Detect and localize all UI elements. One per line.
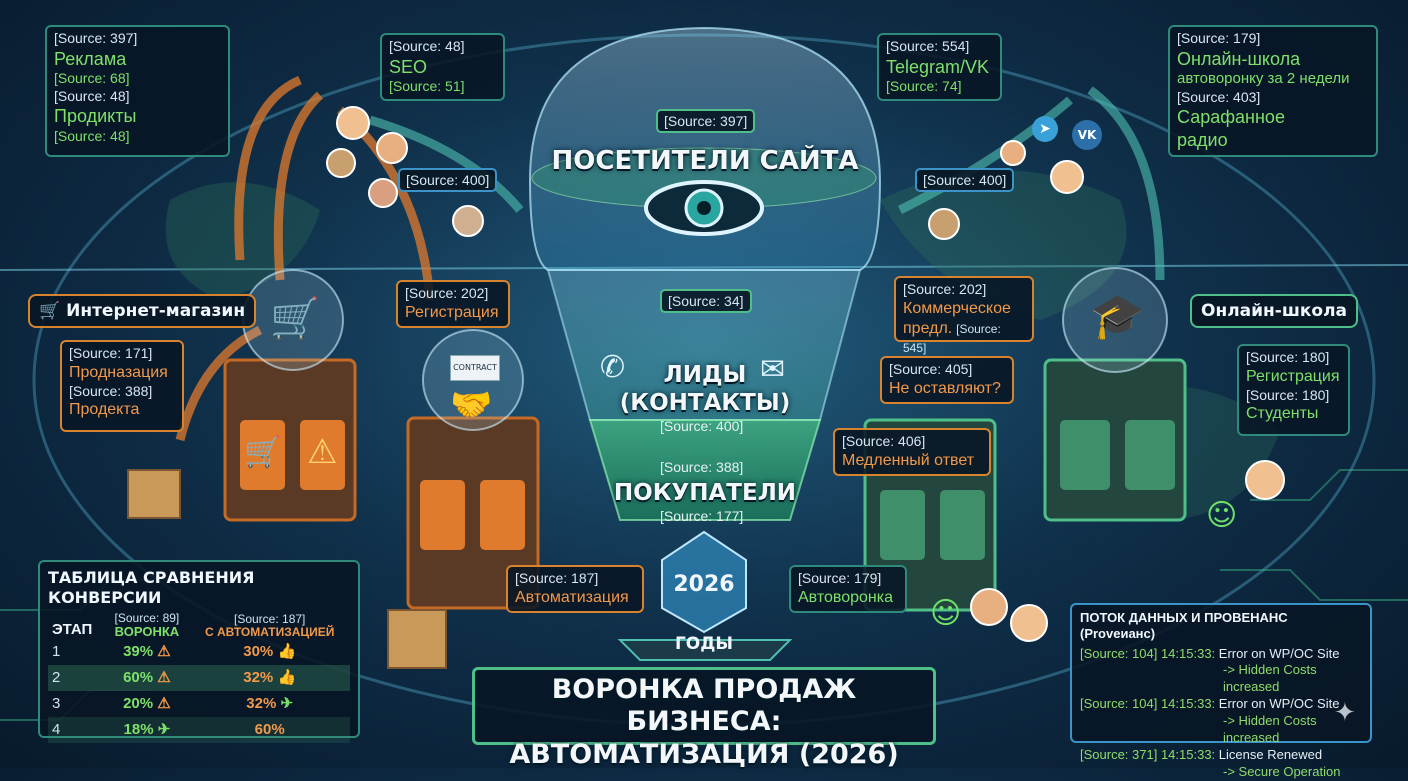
telegram-icon: ➤ bbox=[1032, 116, 1058, 142]
not-leaving-box: [Source: 405] Не оставляют? bbox=[880, 356, 1014, 404]
mail-icon: ✉ bbox=[760, 352, 786, 387]
log-entry: [Source: 371] 14:15:33: License Renewed … bbox=[1080, 746, 1341, 779]
eye-icon bbox=[644, 180, 764, 236]
warning-icon: ⚠ bbox=[157, 643, 171, 661]
rocket-icon: ✈ bbox=[157, 721, 171, 739]
avatar bbox=[376, 132, 408, 164]
data-flow-title: ПОТОК ДАННЫХ И ПРОВЕНАНС (Proveианс) bbox=[1080, 610, 1288, 642]
funnel-mid-source-top: [Source: 34] bbox=[660, 289, 752, 313]
smiley-icon: ☺ bbox=[930, 596, 962, 631]
avatar bbox=[1050, 160, 1084, 194]
col-auto-header: [Source: 187] С АВТОМАТИЗАЦИЕЙ bbox=[204, 611, 335, 639]
avatar bbox=[326, 148, 356, 178]
phone-icon: ✆ bbox=[600, 350, 626, 385]
handshake-icon: 🤝 bbox=[450, 385, 493, 425]
thumbs-up-icon: 👍 bbox=[277, 643, 297, 661]
vk-icon: VK bbox=[1072, 120, 1102, 150]
main-title-line1: ВОРОНКА ПРОДАЖ БИЗНЕСА: bbox=[551, 674, 857, 738]
avatar bbox=[452, 205, 484, 237]
main-title-line2: АВТОМАТИЗАЦИЯ (2026) bbox=[509, 738, 899, 770]
rocket-icon: ✈ bbox=[280, 695, 294, 713]
log-entry: [Source: 104] 14:15:33: Error on WP/OC S… bbox=[1080, 645, 1340, 695]
comparison-table: ЭТАП [Source: 89] ВОРОНКА [Source: 187] … bbox=[48, 611, 350, 744]
col-funnel-header: [Source: 89] ВОРОНКА bbox=[114, 611, 180, 640]
cart-icon: 🛒 bbox=[270, 296, 320, 342]
log-entry: [Source: 104] 14:15:33: Error on WP/OC S… bbox=[1080, 696, 1340, 745]
internet-shop-label: 🛒 Интернет-магазин bbox=[28, 294, 257, 328]
cart-small-icon: 🛒 bbox=[244, 435, 282, 470]
warning-icon: ⚠ bbox=[307, 432, 338, 472]
warning-icon: ⚠ bbox=[157, 695, 171, 713]
funnel-mid-source-bottom: [Source: 400] bbox=[660, 418, 744, 434]
main-title-panel: ВОРОНКА ПРОДАЖ БИЗНЕСА: АВТОМАТИЗАЦИЯ (2… bbox=[472, 667, 936, 770]
cart-icon: 🛒 bbox=[39, 301, 61, 321]
comparison-title: ТАБЛИЦА СРАВНЕНИЯ КОНВЕРСИИ bbox=[48, 568, 255, 607]
shop-stats-box: [Source: 171] Продназация [Source: 388] … bbox=[60, 340, 184, 432]
warning-icon: ⚠ bbox=[157, 669, 171, 687]
funnel-bottom-source-top: [Source: 388] bbox=[660, 459, 744, 475]
online-school-radio-box: [Source: 179] Онлайн-школа автоворонку з… bbox=[1168, 25, 1378, 157]
commercial-offer-box: [Source: 202] Коммерческое предл. [Sourc… bbox=[894, 276, 1034, 355]
table-row: 1 39% ⚠ 30% 👍 bbox=[52, 643, 297, 661]
table-row: 4 18% ✈ 60% bbox=[48, 717, 350, 744]
avatar bbox=[368, 178, 398, 208]
slow-response-box: [Source: 406] Медленный ответ bbox=[833, 428, 991, 476]
comparison-table-panel: ТАБЛИЦА СРАВНЕНИЯ КОНВЕРСИИ ЭТАП [Source… bbox=[38, 560, 360, 744]
funnel-top-source: [Source: 397] bbox=[656, 109, 756, 133]
graduation-cap-icon: 🎓 bbox=[1090, 291, 1145, 342]
autofunnel-box: [Source: 179] Автоворонка bbox=[789, 565, 907, 613]
online-school-label: Онлайн-школа bbox=[1190, 294, 1359, 328]
avatar bbox=[1000, 140, 1026, 166]
avatar bbox=[336, 106, 370, 140]
avatar bbox=[1245, 460, 1285, 500]
registration-left-box: [Source: 202] Регистрация bbox=[396, 280, 510, 328]
contract-document: CONTRACT bbox=[450, 355, 500, 381]
funnel-bottom-title: ПОКУПАТЕЛИ bbox=[613, 480, 797, 506]
ads-products-box: [Source: 397] Реклама [Source: 68] [Sour… bbox=[45, 25, 230, 157]
funnel-mid-title: ЛИДЫ (КОНТАКТЫ) bbox=[619, 362, 791, 416]
avatar bbox=[970, 588, 1008, 626]
funnel-top-title: ПОСЕТИТЕЛИ САЙТА bbox=[551, 146, 859, 176]
automation-box: [Source: 187] Автоматизация bbox=[506, 565, 644, 613]
thumbs-up-icon: 👍 bbox=[277, 669, 297, 687]
school-stats-box: [Source: 180] Регистрация [Source: 180] … bbox=[1237, 344, 1350, 436]
data-flow-panel: ПОТОК ДАННЫХ И ПРОВЕНАНС (Proveианс) [So… bbox=[1070, 603, 1372, 779]
col-stage-header: ЭТАП bbox=[52, 620, 93, 638]
table-row: 2 60% ⚠ 32% 👍 bbox=[48, 665, 350, 692]
right-source-400: [Source: 400] bbox=[915, 168, 1015, 192]
table-row: 3 20% ⚠ 32% ✈ bbox=[52, 695, 294, 713]
seo-box: [Source: 48] SEO [Source: 51] bbox=[380, 33, 505, 101]
avatar bbox=[928, 208, 960, 240]
year-badge: 2026 bbox=[673, 572, 735, 597]
funnel-bottom-source-bottom: [Source: 177] bbox=[660, 508, 744, 524]
sparkle-icon: ✦ bbox=[1334, 698, 1356, 728]
telegram-vk-box: [Source: 554] Telegram/VK [Source: 74] bbox=[877, 33, 1002, 101]
years-label: ГОДЫ bbox=[674, 634, 734, 654]
left-source-400: [Source: 400] bbox=[398, 168, 498, 192]
smiley-icon: ☺ bbox=[1206, 498, 1238, 533]
avatar bbox=[1010, 604, 1048, 642]
